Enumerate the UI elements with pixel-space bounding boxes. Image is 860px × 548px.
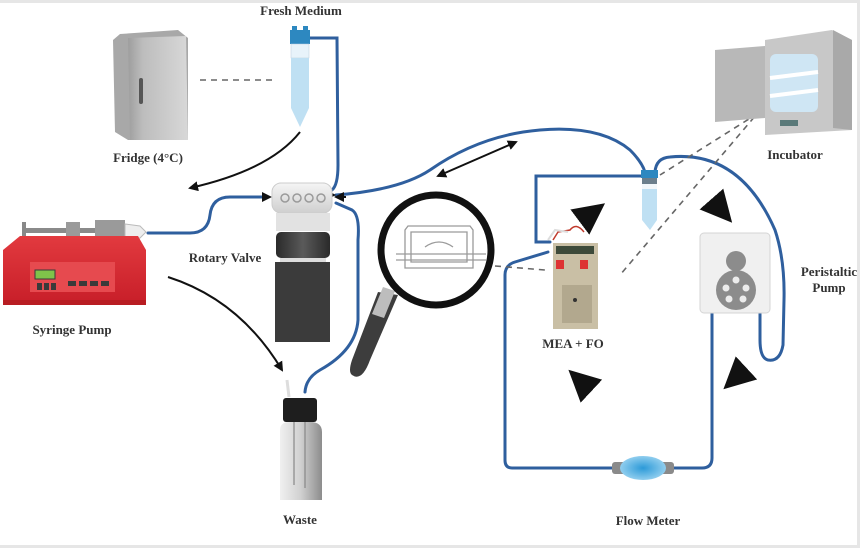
waste-bottle-icon — [280, 379, 322, 500]
tubing — [146, 36, 786, 470]
label-incubator: Incubator — [767, 147, 823, 162]
arrow-down-right — [699, 188, 733, 223]
tube-mea-to-reservoir — [534, 174, 647, 244]
tube-valve-to-reservoir — [334, 127, 647, 197]
arrow-syringe-to-waste — [167, 276, 284, 372]
frame-right-border — [857, 0, 860, 548]
falcon-tube-icon — [290, 26, 310, 127]
fridge-icon — [113, 30, 188, 140]
frame-bottom-border — [0, 545, 860, 548]
tube-pump-to-flowmeter — [670, 298, 714, 470]
label-mea-fo: MEA + FO — [542, 336, 604, 351]
label-fridge: Fridge (4°C) — [113, 150, 183, 165]
chip-icon — [396, 225, 486, 269]
tube-medium-to-valve — [308, 36, 340, 192]
label-syringe-pump: Syringe Pump — [32, 322, 112, 337]
reservoir-tube-icon — [641, 170, 658, 230]
label-flow-meter: Flow Meter — [615, 513, 681, 528]
rotary-valve-icon — [271, 182, 333, 342]
label-waste: Waste — [283, 512, 317, 527]
incubator-icon — [715, 30, 852, 135]
arrow-up-left — [568, 369, 603, 403]
dash-magnifier-mea — [494, 265, 546, 271]
mea-device-icon — [547, 225, 598, 329]
magnifier-icon — [350, 191, 495, 377]
frame-top-border — [0, 0, 860, 3]
tube-syringe-to-valve — [146, 195, 270, 235]
arrow-medium-to-valve — [188, 131, 301, 192]
arrow-bidirectional — [436, 140, 518, 178]
label-rotary-valve: Rotary Valve — [188, 250, 262, 265]
arrow-up-right — [570, 203, 606, 235]
syringe-pump-icon — [3, 220, 147, 305]
label-peristaltic-pump-line2: Pump — [812, 280, 846, 295]
tube-flowmeter-to-mea — [503, 250, 617, 470]
peristaltic-pump-icon — [699, 232, 771, 314]
arrow-down-left — [723, 356, 758, 390]
label-fresh-medium: Fresh Medium — [260, 3, 342, 18]
flow-meter-icon — [612, 456, 674, 480]
label-peristaltic-pump-line1: Peristaltic — [800, 264, 858, 279]
tube-valve-to-waste — [303, 201, 360, 394]
circulation-arrows — [568, 188, 758, 403]
tube-reservoir-to-pump — [653, 154, 786, 362]
